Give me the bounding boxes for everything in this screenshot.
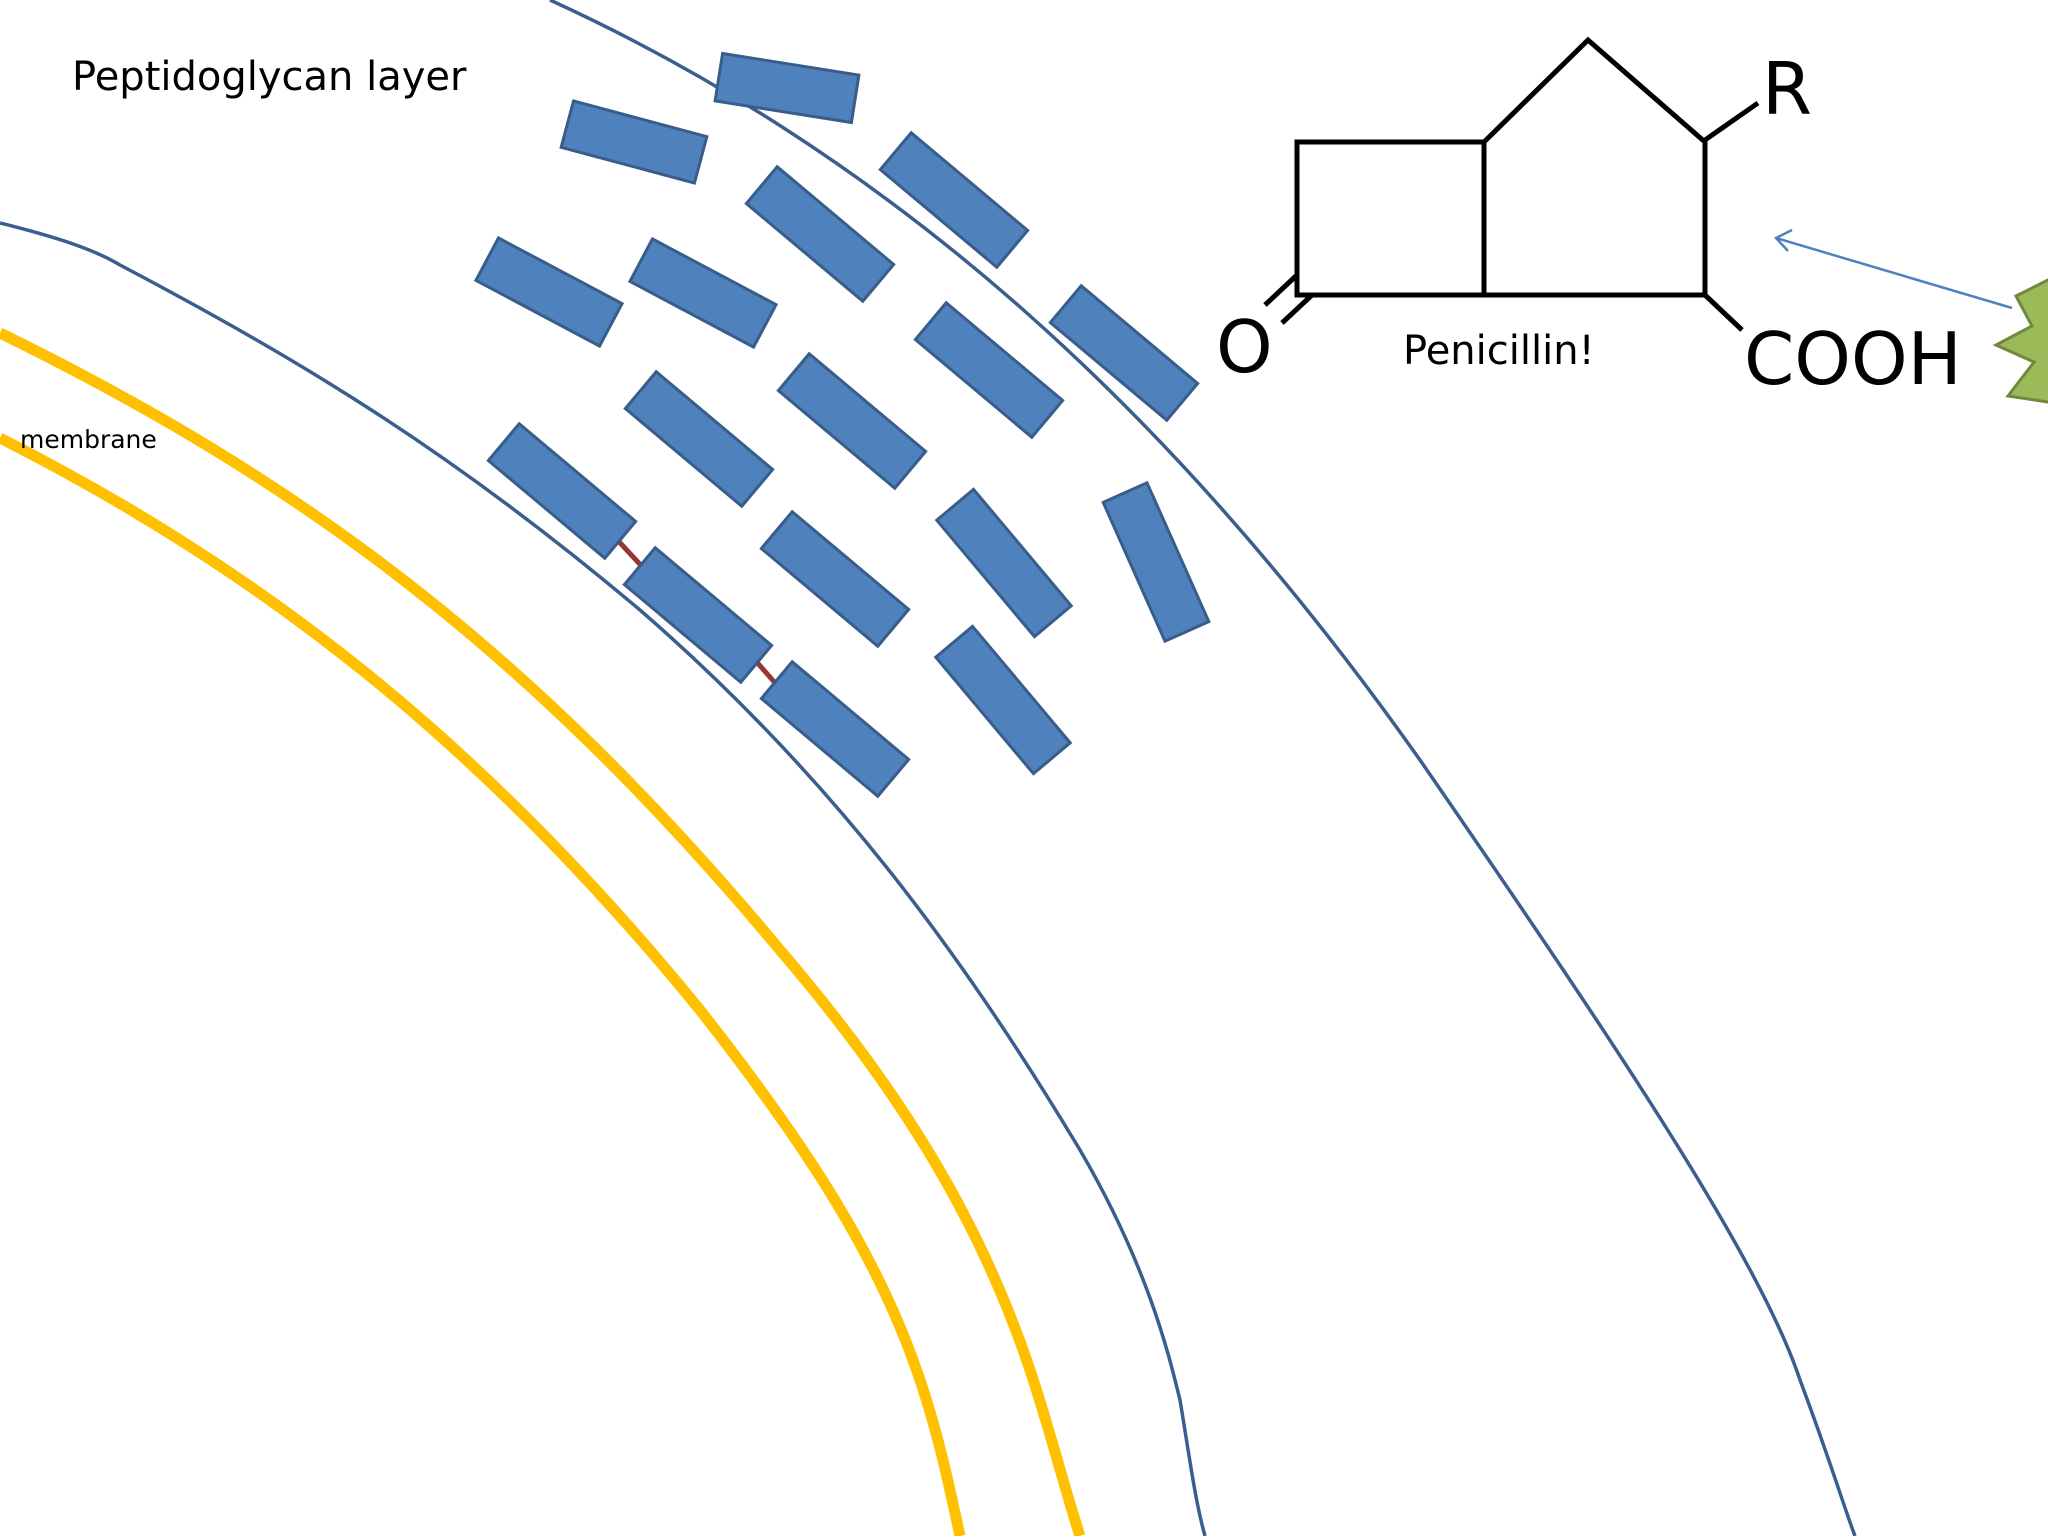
peptidoglycan-block: [776, 351, 928, 491]
peptidoglycan-block: [1048, 283, 1200, 423]
beta-lactam-ring: [1294, 139, 1487, 298]
enzyme-star-shape: [1992, 278, 2048, 404]
peptidoglycan-block: [744, 164, 896, 304]
penicillin-structure: [1263, 36, 1760, 332]
membrane-outer-line: [0, 328, 1086, 1538]
oxygen-atom-label: O: [1216, 305, 1273, 389]
peptidoglycan-block: [627, 236, 779, 350]
cooh-group-label: COOH: [1744, 317, 1962, 401]
peptidoglycan-block: [559, 99, 709, 185]
peptidoglycan-block: [713, 51, 861, 125]
penicillin-label: Penicillin!: [1403, 328, 1595, 374]
peptidoglycan-block: [878, 130, 1030, 270]
peptidoglycan-block: [623, 369, 775, 509]
carboxyl-bond: [1703, 293, 1744, 332]
cell-wall-outer-line: [549, 0, 1857, 1537]
thiazolidine-ring: [1482, 36, 1708, 298]
cell-wall-inner-line: [0, 221, 1207, 1537]
peptidoglycan-block: [759, 659, 911, 799]
peptidoglycan-block: [473, 235, 625, 349]
peptidoglycan-block: [759, 509, 911, 649]
peptidoglycan-block: [622, 545, 774, 685]
membrane-inner-line: [0, 433, 966, 1538]
carbonyl-bond: [1280, 293, 1314, 325]
peptidoglycan-block: [486, 421, 638, 561]
reaction-arrow: [1773, 228, 2013, 310]
peptidoglycan-block: [934, 487, 1074, 639]
peptidoglycan-layer-label: Peptidoglycan layer: [72, 54, 467, 100]
r-group-label: R: [1762, 47, 1812, 131]
carbonyl-bond: [1263, 273, 1299, 307]
peptidoglycan-block: [913, 300, 1065, 440]
membrane-label: membrane: [20, 425, 157, 454]
peptidoglycan-block: [933, 624, 1073, 776]
peptidoglycan-blocks: [473, 51, 1211, 799]
r-group-bond: [1703, 100, 1760, 143]
peptidoglycan-block: [1101, 480, 1211, 644]
